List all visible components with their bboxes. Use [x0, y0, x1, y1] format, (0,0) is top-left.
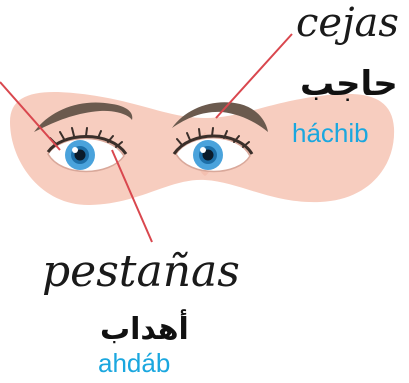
eyebrows-spanish-label: cejas	[296, 0, 399, 46]
eyelashes-arabic-label: أهداب	[100, 312, 189, 347]
eyelashes-spanish-label: pestañas	[42, 246, 240, 297]
eyelashes-transliteration: ahdáb	[98, 348, 170, 379]
eyebrows-arabic-label: حاجب	[300, 64, 398, 104]
eyebrows-transliteration: háchib	[292, 118, 369, 149]
